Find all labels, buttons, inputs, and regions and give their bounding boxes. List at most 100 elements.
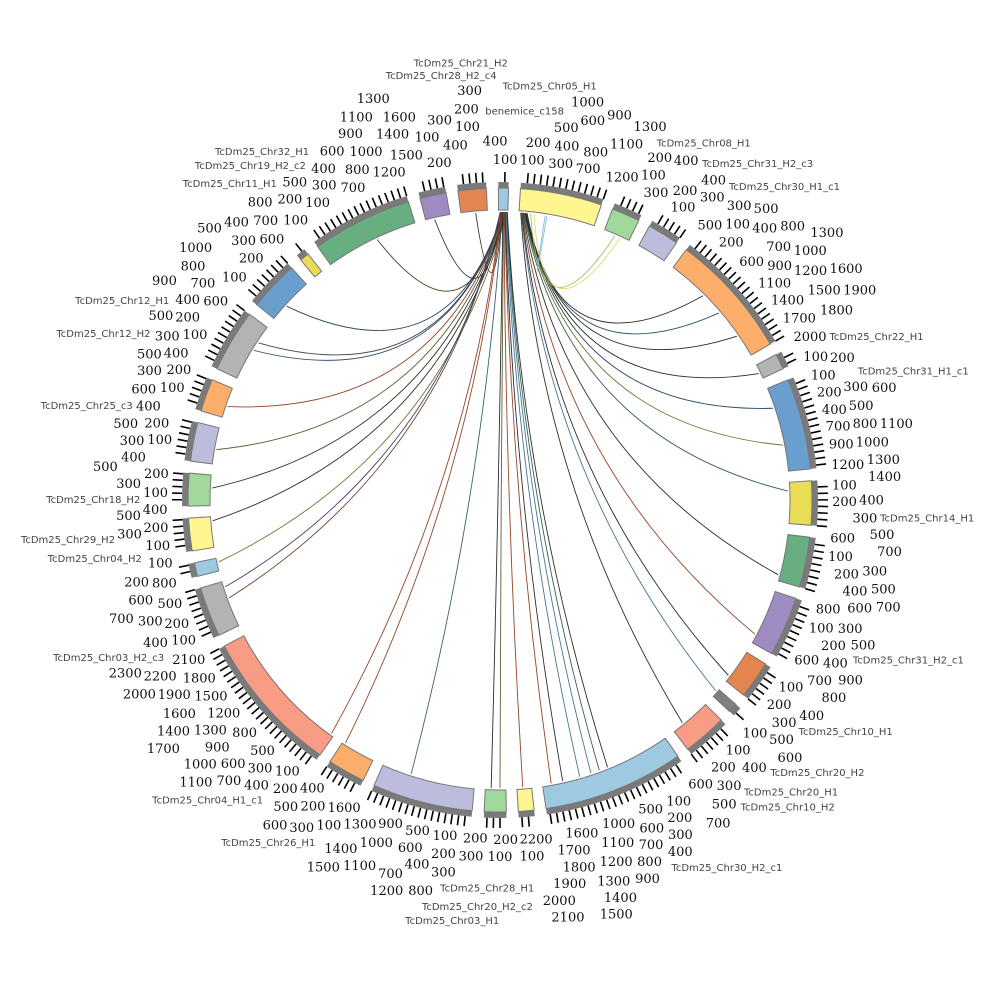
chromosome-segment[interactable] [223, 635, 334, 756]
tick-label: 300 [248, 762, 273, 777]
tick-mark [720, 728, 729, 737]
chromosome-segment[interactable] [725, 651, 767, 696]
tick-label: 800 [152, 577, 177, 592]
tick-mark [365, 200, 372, 210]
segment-tick-band [687, 720, 726, 755]
tick-label: 1100 [880, 417, 913, 432]
chromosome-segment[interactable] [373, 764, 475, 812]
tick-label: 600 [688, 778, 713, 793]
segment-tick-band [776, 351, 789, 369]
chromosome-segment[interactable] [200, 379, 234, 418]
chromosome-segment[interactable] [755, 353, 784, 379]
chromosome-segment[interactable] [712, 689, 737, 713]
tick-mark [815, 456, 826, 460]
tick-label: 400 [143, 503, 168, 518]
segment-tick-band [649, 220, 680, 243]
tick-label: 100 [143, 486, 168, 501]
chromosome-segment[interactable] [483, 789, 507, 813]
tick-mark [216, 659, 226, 666]
segment-name-label: TcDm25_Chr11_H1 [182, 179, 277, 190]
tick-mark [786, 358, 797, 365]
tick-mark [777, 653, 788, 660]
chromosome-segment[interactable] [200, 581, 240, 637]
chromosome-segment[interactable] [457, 187, 488, 214]
tick-label: 200 [427, 156, 452, 171]
tick-label: 600 [739, 255, 764, 270]
tick-mark [251, 707, 260, 715]
tick-label: 100 [641, 168, 666, 183]
tick-label: 700 [826, 419, 851, 434]
tick-label: 200 [166, 363, 191, 378]
chromosome-segment[interactable] [317, 201, 416, 266]
tick-mark [191, 607, 202, 613]
tick-label: 300 [457, 84, 482, 99]
tick-mark [596, 187, 601, 198]
tick-label: 400 [799, 709, 824, 724]
tick-mark [807, 417, 818, 422]
chromosome-segment[interactable] [193, 557, 220, 577]
chromosome-segment[interactable] [542, 737, 679, 810]
tick-label: 1000 [179, 241, 212, 256]
chromosome-segment[interactable] [187, 516, 215, 552]
segment-name-label: TcDm25_Chr10_H2 [740, 802, 835, 813]
tick-label: 300 [717, 779, 742, 794]
tick-mark [265, 269, 275, 278]
chromosome-segment[interactable] [187, 472, 212, 507]
tick-label: 1000 [571, 95, 604, 110]
chromosome-segment[interactable] [216, 313, 268, 379]
tick-label: 1500 [600, 908, 633, 923]
chromosome-segment[interactable] [766, 379, 811, 472]
tick-label: 600 [131, 382, 156, 397]
tick-mark [209, 648, 220, 655]
chromosome-segment[interactable] [299, 253, 323, 278]
tick-mark [189, 601, 200, 606]
tick-mark [800, 391, 811, 397]
tick-label: 700 [766, 240, 791, 255]
tick-label: 1400 [376, 127, 409, 142]
chromosome-segment[interactable] [788, 480, 813, 526]
chromosome-segment[interactable] [673, 703, 722, 750]
tick-mark [187, 399, 198, 404]
chromosome-segment[interactable] [329, 742, 374, 782]
tick-mark [679, 229, 687, 239]
chromosome-segment[interactable] [518, 188, 602, 227]
chromosome-segment[interactable] [672, 248, 771, 356]
tick-mark [463, 815, 466, 827]
tick-label: 500 [113, 417, 138, 432]
chromosome-segment[interactable] [255, 267, 308, 320]
tick-mark [668, 221, 676, 232]
tick-mark [474, 172, 478, 183]
link-ribbon [505, 212, 581, 777]
tick-label: 100 [148, 557, 173, 572]
segment-name-label: TcDm25_Chr19_H2_c2 [194, 161, 306, 172]
tick-label: 1300 [194, 724, 227, 739]
tick-label: 500 [712, 798, 737, 813]
tick-label: 2000 [543, 894, 576, 909]
segment-name-label: TcDm25_Chr26_H1 [220, 838, 315, 849]
chromosome-segment[interactable] [516, 787, 535, 812]
tick-mark [359, 202, 366, 213]
chromosome-segment[interactable] [751, 590, 797, 655]
tick-label: 300 [231, 234, 256, 249]
tick-mark [617, 794, 624, 805]
segment-tick-band [194, 587, 219, 638]
tick-mark [811, 562, 822, 567]
chromosome-segment[interactable] [497, 187, 510, 211]
tick-mark [641, 784, 648, 794]
tick-label: 400 [822, 403, 847, 418]
tick-label: 2100 [551, 910, 584, 925]
chromosome-segment[interactable] [777, 534, 811, 588]
tick-label: 500 [754, 202, 779, 217]
tick-label: 400 [311, 162, 336, 177]
tick-mark [341, 212, 348, 222]
link-ribbon [524, 212, 774, 409]
tick-label: 200 [493, 833, 518, 848]
tick-mark [366, 790, 373, 801]
chromosome-segment[interactable] [638, 225, 678, 262]
tick-label: 200 [719, 236, 744, 251]
tick-mark [690, 753, 698, 763]
chromosome-segment[interactable] [189, 421, 220, 465]
chromosome-segment[interactable] [419, 192, 451, 221]
chromosome-segment[interactable] [604, 208, 640, 241]
